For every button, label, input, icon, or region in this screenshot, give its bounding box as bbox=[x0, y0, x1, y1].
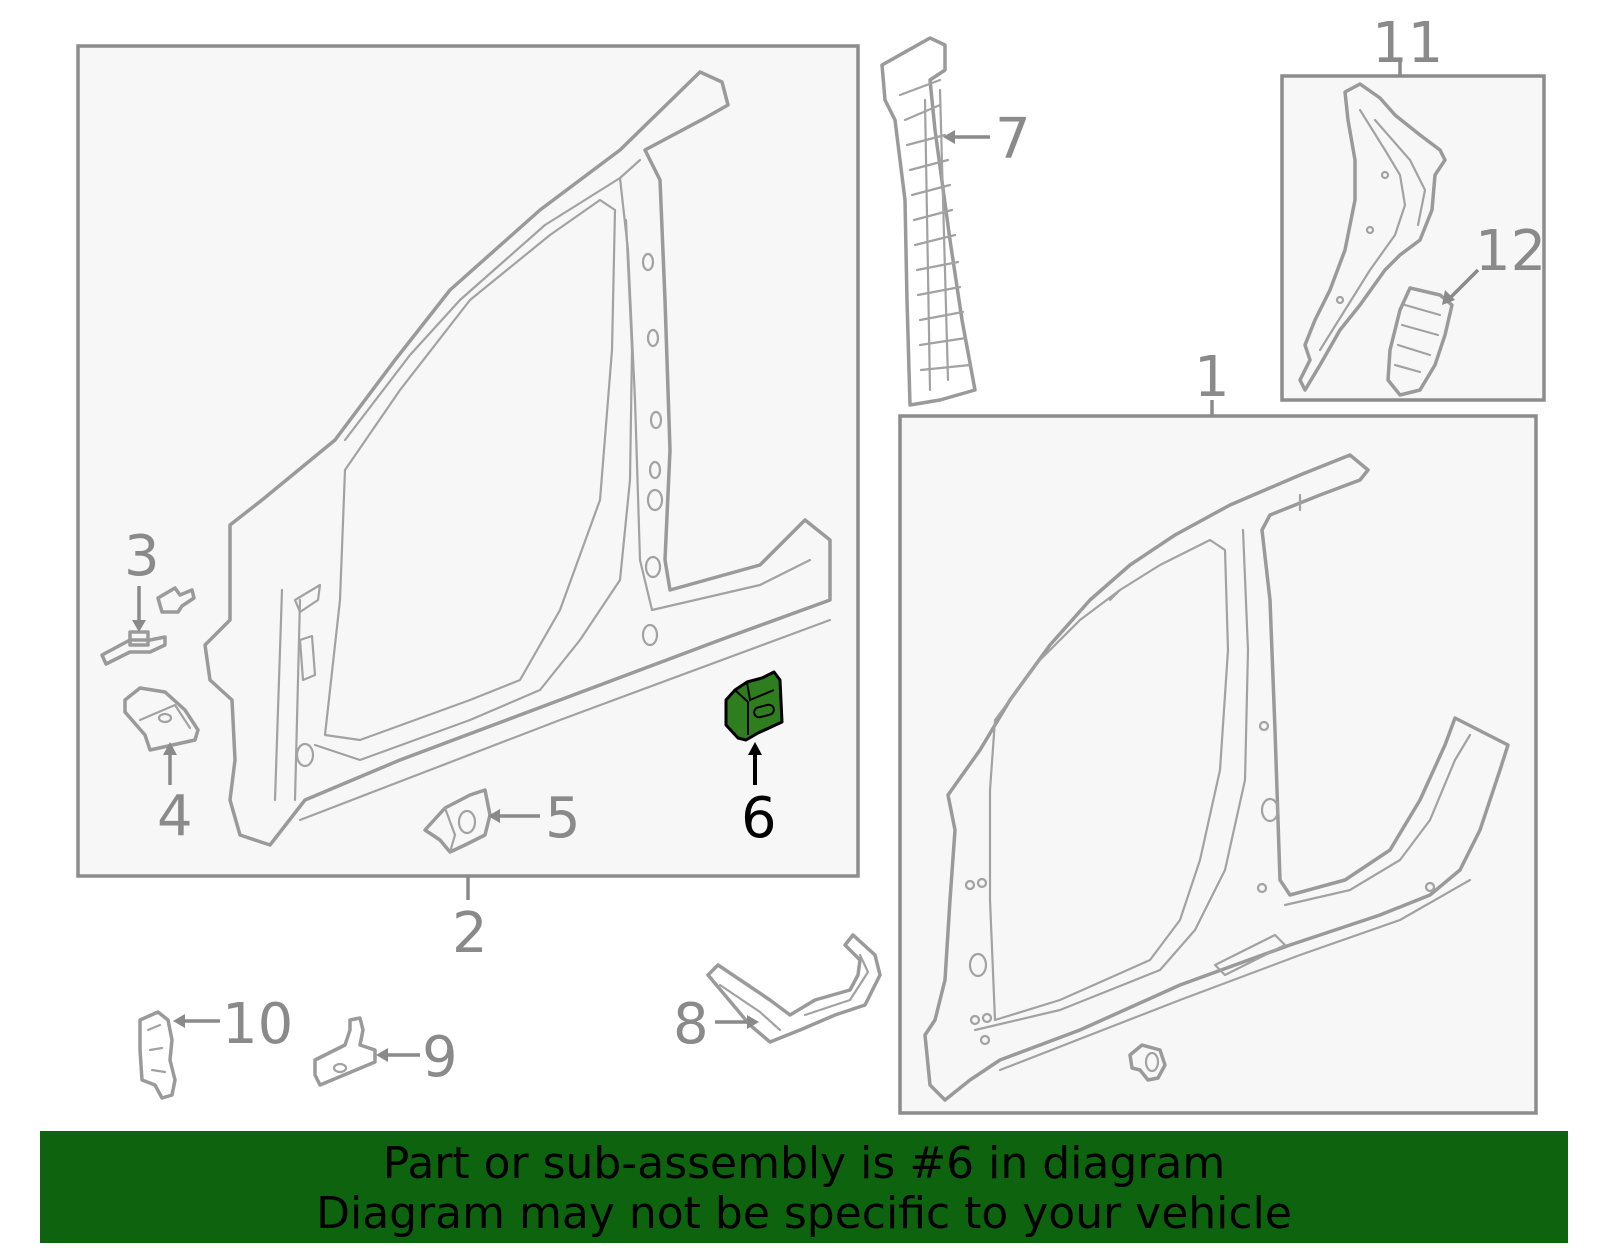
callout-10: 10 bbox=[222, 992, 293, 1057]
part-5-bracket[interactable] bbox=[423, 788, 492, 854]
callout-8: 8 bbox=[673, 992, 709, 1057]
clip-fastener[interactable] bbox=[1128, 1043, 1167, 1082]
part-6-highlighted[interactable] bbox=[724, 670, 784, 742]
part-10-bracket[interactable] bbox=[138, 1010, 177, 1100]
callout-11: 11 bbox=[1372, 11, 1443, 76]
part-11-inner-pillar[interactable] bbox=[1298, 82, 1447, 392]
banner-line-2: Diagram may not be specific to your vehi… bbox=[316, 1188, 1292, 1239]
assembly-2-frame bbox=[76, 44, 860, 878]
part-4-bracket[interactable] bbox=[123, 686, 200, 752]
callout-6-highlighted: 6 bbox=[741, 786, 777, 851]
callout-5: 5 bbox=[545, 786, 581, 851]
callout-9: 9 bbox=[422, 1025, 458, 1090]
part-3-bracket[interactable] bbox=[100, 586, 196, 666]
part-8-bracket[interactable] bbox=[706, 933, 882, 1044]
callout-1: 1 bbox=[1194, 345, 1230, 410]
assembly-1-frame bbox=[898, 414, 1538, 1115]
part-7-pillar-reinforcement[interactable] bbox=[880, 36, 977, 407]
callout-4: 4 bbox=[157, 784, 193, 849]
part-9-bracket[interactable] bbox=[313, 1016, 377, 1087]
banner-line-1: Part or sub-assembly is #6 in diagram bbox=[382, 1138, 1226, 1189]
info-banner: Part or sub-assembly is #6 in diagram Di… bbox=[40, 1131, 1568, 1243]
side-panel-assembly-1[interactable] bbox=[923, 453, 1510, 1102]
side-panel-outer-2[interactable] bbox=[203, 70, 832, 847]
callout-12: 12 bbox=[1475, 219, 1546, 284]
callout-3: 3 bbox=[124, 524, 160, 589]
callout-7: 7 bbox=[995, 107, 1031, 172]
callout-2: 2 bbox=[452, 901, 488, 966]
